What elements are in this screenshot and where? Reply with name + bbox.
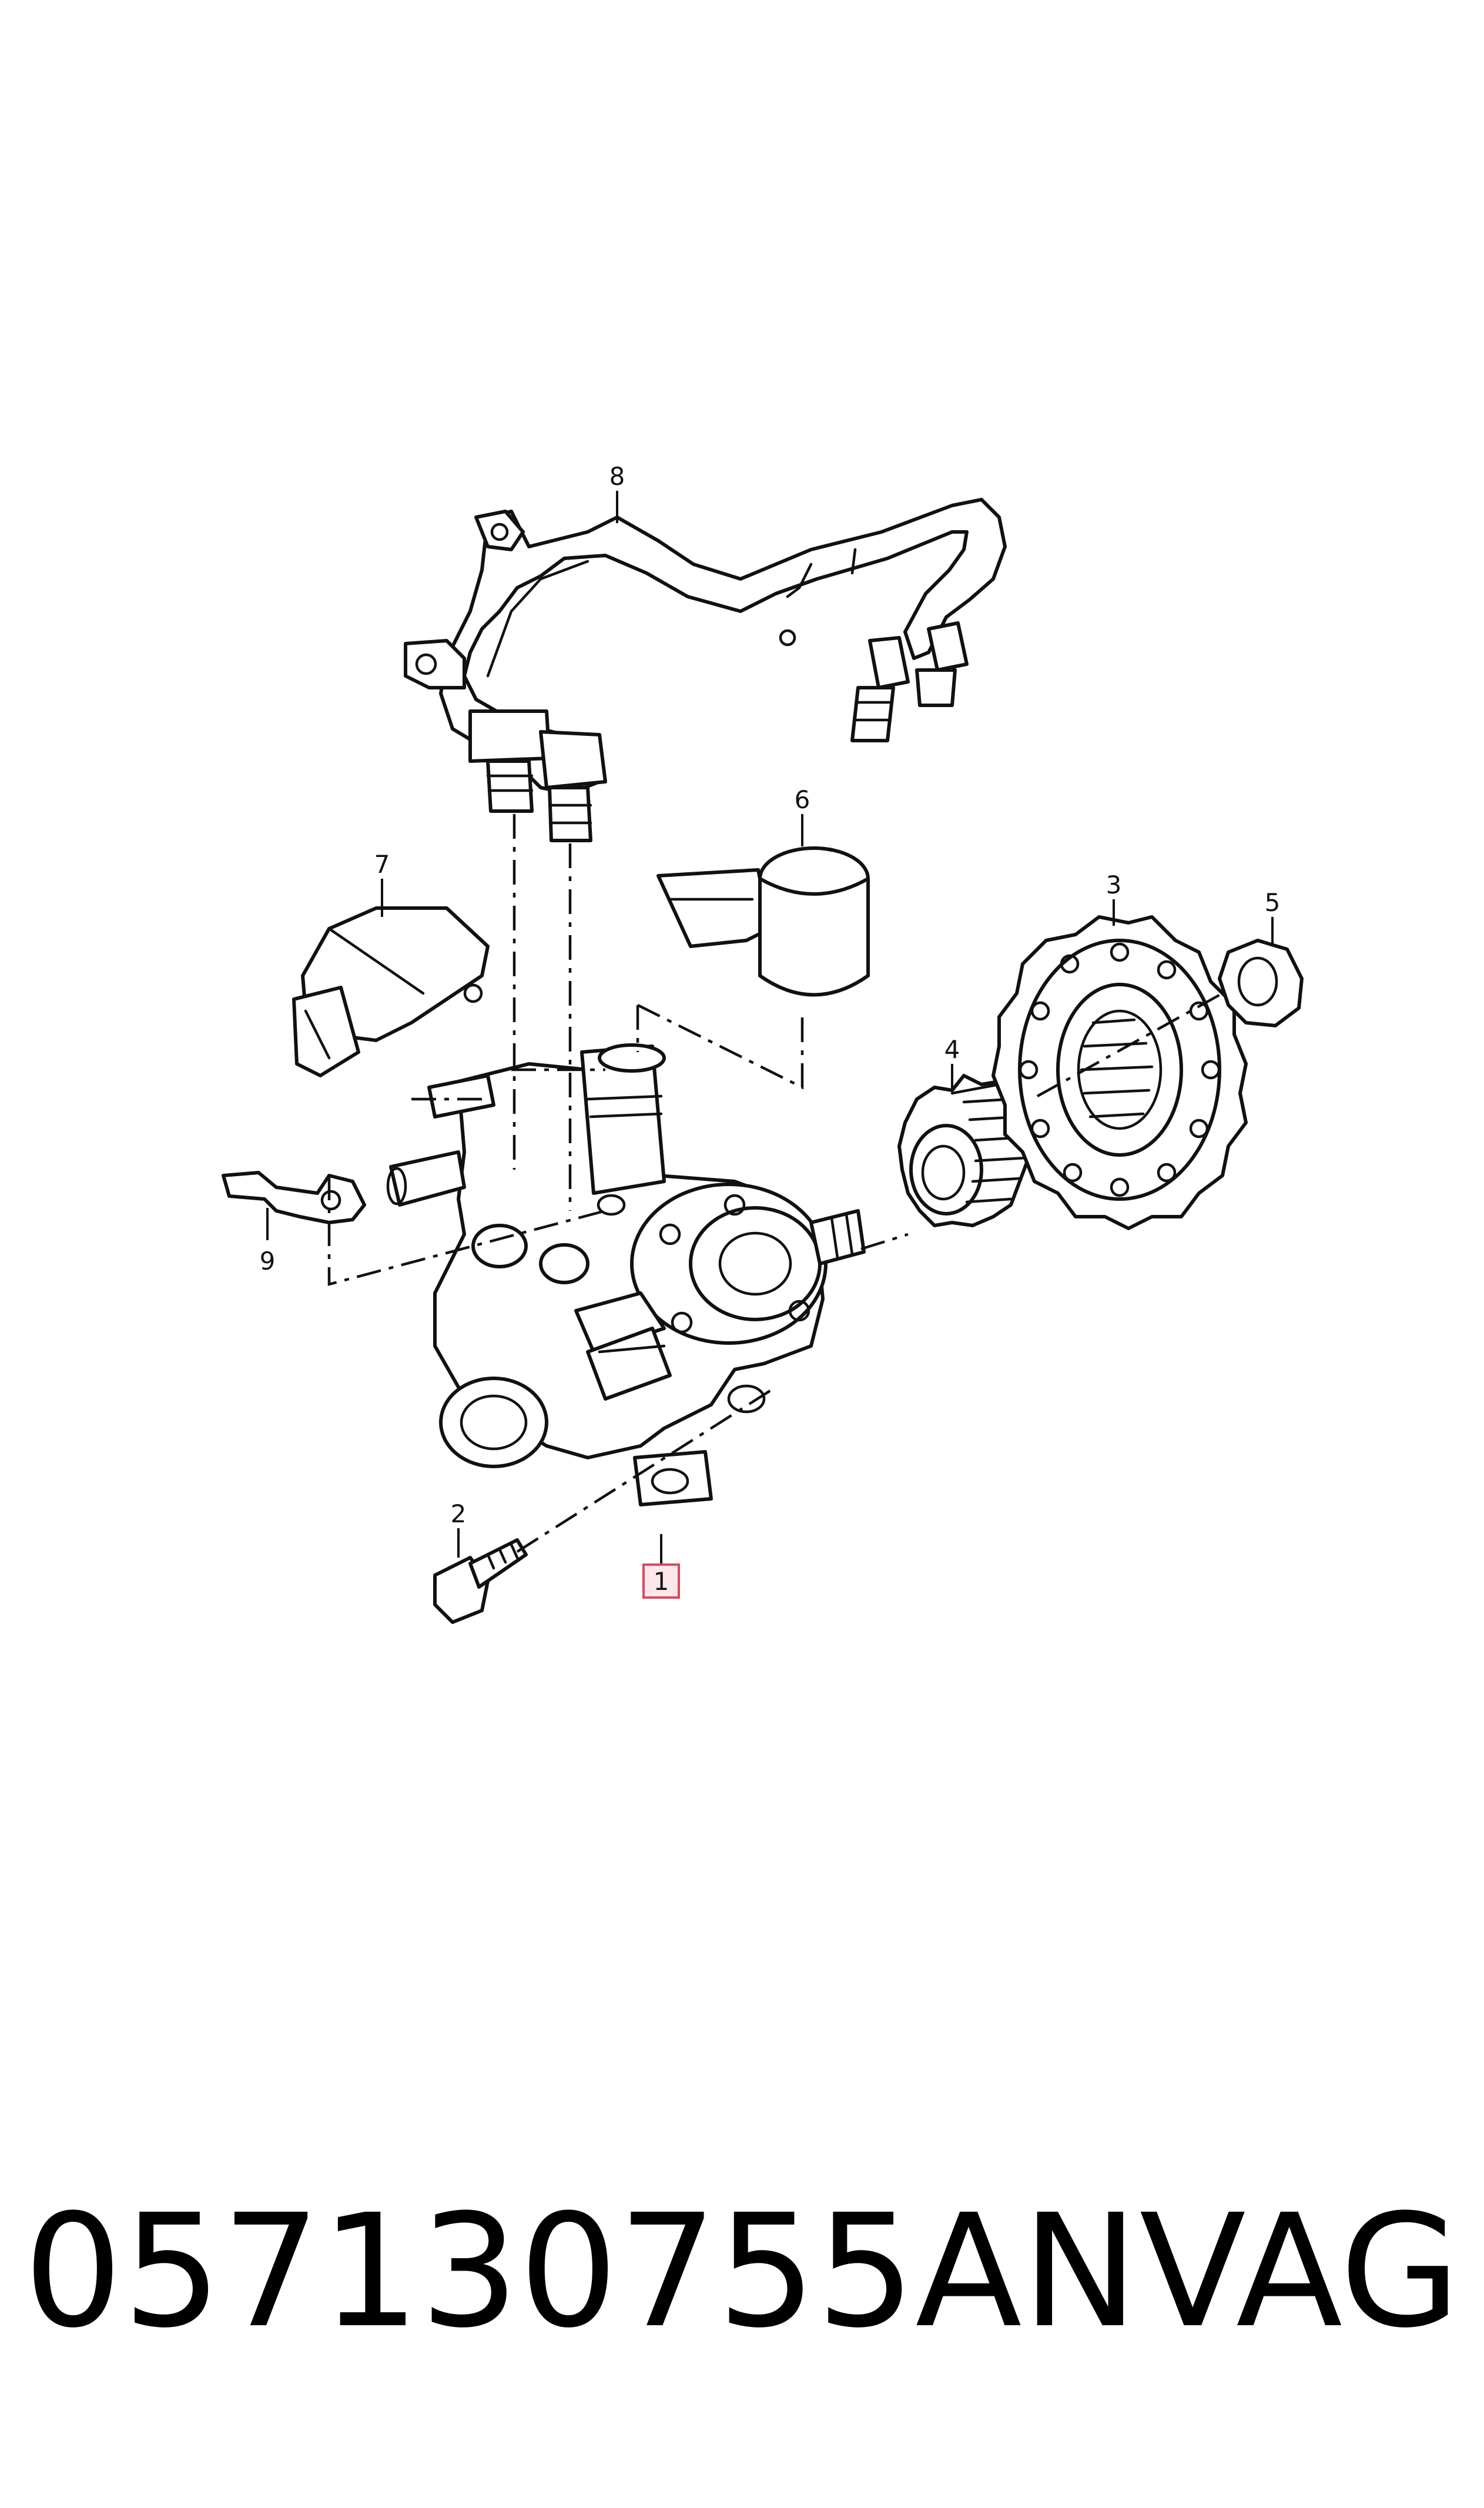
callout-4[interactable]: 4 [944, 1035, 960, 1064]
footer-caption: 057130755AN VAG [24, 2175, 1460, 2369]
callout-labels: 8 6 7 3 5 4 9 2 1 [260, 462, 1281, 1599]
callout-6[interactable]: 6 [795, 785, 810, 814]
fuel-line-assembly [404, 498, 1007, 842]
drive-gear-small [897, 1074, 1030, 1227]
callout-9[interactable]: 9 [260, 1247, 276, 1275]
sprocket-large [991, 915, 1248, 1230]
retaining-clip [222, 1171, 366, 1224]
callout-8[interactable]: 8 [609, 462, 625, 491]
hex-nut [1218, 939, 1304, 1027]
callout-3[interactable]: 3 [1106, 870, 1122, 899]
sensor-valve [292, 906, 490, 1077]
high-pressure-pump [386, 1043, 866, 1506]
callout-leaders [266, 491, 1274, 1563]
part-number: 057130755AN [24, 2181, 1138, 2362]
brand-name: VAG [1139, 2181, 1460, 2362]
callout-2[interactable]: 2 [451, 1499, 467, 1528]
assembly-centerlines [327, 814, 1224, 1553]
cap-screw [433, 1538, 528, 1624]
callout-1-highlight [642, 1563, 680, 1599]
cap-cover [656, 846, 870, 997]
callout-5[interactable]: 5 [1265, 888, 1281, 917]
callout-1[interactable]: 1 [654, 1567, 669, 1596]
callout-7[interactable]: 7 [374, 850, 390, 879]
